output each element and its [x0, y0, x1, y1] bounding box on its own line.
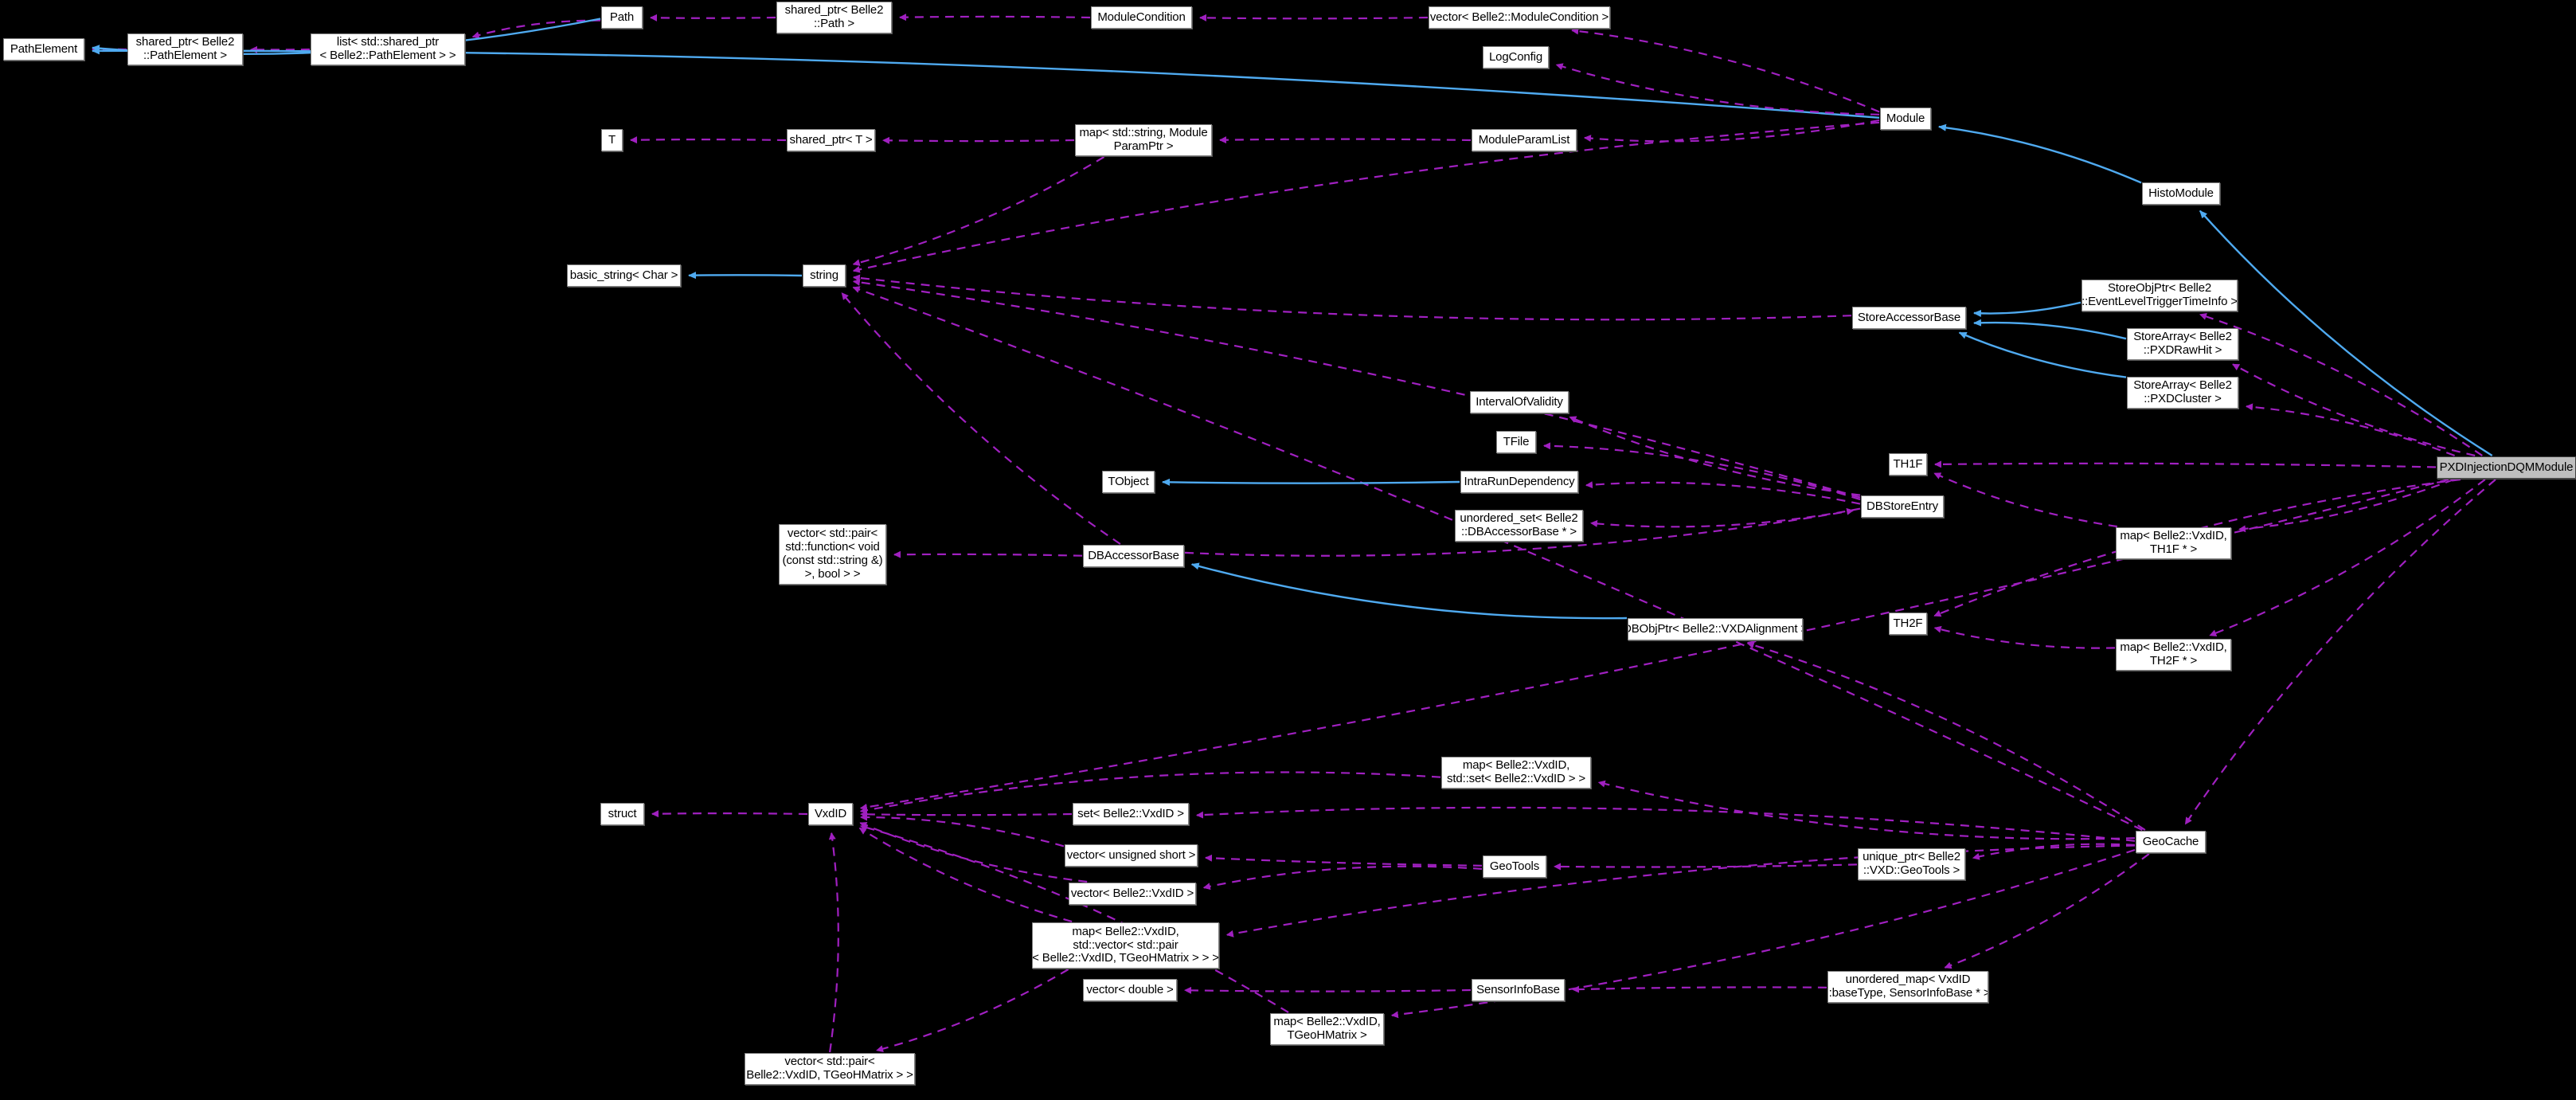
- node-label-map_string_module: map< std::string, Module ParamPtr >: [1079, 126, 1208, 153]
- node-label-module: Module: [1886, 111, 1925, 125]
- node-set_vxdid[interactable]: set< Belle2::VxdID >: [1073, 803, 1189, 825]
- node-moduleparamlist[interactable]: ModuleParamList: [1472, 129, 1577, 151]
- node-th2f[interactable]: TH2F: [1889, 613, 1927, 635]
- node-label-path: Path: [609, 10, 635, 24]
- node-map_vxdid_th1f[interactable]: map< Belle2::VxdID, TH1F * >: [2116, 527, 2231, 559]
- node-label-modulecondition: ModuleCondition: [1097, 10, 1186, 24]
- node-sharedptr_t[interactable]: shared_ptr< T >: [787, 129, 875, 151]
- node-string[interactable]: string: [803, 264, 846, 287]
- node-label-intervalofvalidity: IntervalOfValidity: [1476, 394, 1563, 409]
- node-label-geocache: GeoCache: [2142, 834, 2199, 848]
- node-storearray_cluster[interactable]: StoreArray< Belle2 ::PXDCluster >: [2127, 377, 2238, 409]
- node-vxdid[interactable]: VxdID: [808, 803, 853, 825]
- node-label-basic_string: basic_string< Char >: [569, 268, 678, 282]
- node-pathelement[interactable]: PathElement: [3, 38, 84, 61]
- node-tfile[interactable]: TFile: [1496, 431, 1536, 453]
- node-geotools[interactable]: GeoTools: [1483, 855, 1546, 878]
- node-vector_pair_fn[interactable]: vector< std::pair< std::function< void (…: [779, 524, 886, 585]
- node-label-th1f: TH1F: [1893, 456, 1923, 471]
- node-label-map_vxdid_tgeo: map< Belle2::VxdID, TGeoHMatrix >: [1273, 1015, 1381, 1042]
- node-label-map_vxdid_setvxdid: map< Belle2::VxdID, std::set< Belle2::Vx…: [1447, 758, 1585, 785]
- node-label-storeobjptr_eltti: StoreObjPtr< Belle2 ::EventLevelTriggerT…: [2082, 281, 2238, 308]
- node-intervalofvalidity[interactable]: IntervalOfValidity: [1470, 391, 1569, 413]
- node-storearray_rawhit[interactable]: StoreArray< Belle2 ::PXDRawHit >: [2127, 328, 2238, 360]
- node-label-pxdinjection: PXDInjectionDQMModule: [2439, 460, 2574, 474]
- node-label-struct: struct: [608, 806, 637, 820]
- node-label-geotools: GeoTools: [1489, 859, 1540, 873]
- node-label-tobject: TObject: [1108, 474, 1149, 488]
- node-label-sensorinfobase: SensorInfoBase: [1476, 982, 1560, 996]
- node-map_vxdid_vecpair[interactable]: map< Belle2::VxdID, std::vector< std::pa…: [1032, 922, 1219, 969]
- node-label-dbstoreentry: DBStoreEntry: [1867, 499, 1938, 513]
- node-label-t: T: [608, 132, 616, 147]
- node-map_vxdid_th2f[interactable]: map< Belle2::VxdID, TH2F * >: [2116, 639, 2231, 671]
- node-label-storearray_rawhit: StoreArray< Belle2 ::PXDRawHit >: [2133, 330, 2232, 357]
- node-t[interactable]: T: [601, 129, 623, 151]
- node-storeobjptr_eltti[interactable]: StoreObjPtr< Belle2 ::EventLevelTriggerT…: [2082, 280, 2238, 311]
- node-label-vector_double: vector< double >: [1086, 982, 1174, 996]
- node-label-unordered_map_sib: unordered_map< VxdID ::baseType, SensorI…: [1827, 973, 1988, 1000]
- node-path[interactable]: Path: [601, 6, 643, 29]
- node-modulecondition[interactable]: ModuleCondition: [1091, 6, 1192, 29]
- node-label-vector_pair_tgeo: vector< std::pair< Belle2::VxdID, TGeoHM…: [746, 1055, 913, 1082]
- node-label-dbaccessorbase: DBAccessorBase: [1088, 548, 1179, 562]
- node-label-histomodule: HistoModule: [2148, 186, 2214, 200]
- node-label-pathelement: PathElement: [10, 41, 78, 56]
- node-th1f[interactable]: TH1F: [1889, 453, 1927, 476]
- node-label-intrarundependency: IntraRunDependency: [1464, 474, 1575, 488]
- node-list_sharedptr[interactable]: list< std::shared_ptr < Belle2::PathElem…: [311, 33, 465, 65]
- node-label-vector_ushort: vector< unsigned short >: [1066, 848, 1196, 862]
- node-label-map_vxdid_th1f: map< Belle2::VxdID, TH1F * >: [2120, 529, 2227, 556]
- node-label-storeaccessorbase: StoreAccessorBase: [1857, 310, 1961, 324]
- node-label-vector_modulecond: vector< Belle2::ModuleCondition >: [1429, 10, 1609, 24]
- node-label-storearray_cluster: StoreArray< Belle2 ::PXDCluster >: [2133, 378, 2232, 405]
- node-intrarundependency[interactable]: IntraRunDependency: [1460, 471, 1578, 493]
- node-label-sharedptr_t: shared_ptr< T >: [789, 132, 873, 147]
- node-basic_string[interactable]: basic_string< Char >: [567, 264, 681, 287]
- node-map_vxdid_setvxdid[interactable]: map< Belle2::VxdID, std::set< Belle2::Vx…: [1441, 757, 1591, 789]
- node-label-sharedptr_pathelem: shared_ptr< Belle2 ::PathElement >: [135, 35, 235, 62]
- node-logconfig[interactable]: LogConfig: [1483, 46, 1549, 69]
- node-uniqueptr_geotools[interactable]: unique_ptr< Belle2 ::VXD::GeoTools >: [1858, 848, 1965, 880]
- node-label-string: string: [810, 268, 838, 282]
- node-label-vxdid: VxdID: [814, 806, 847, 820]
- node-vector_ushort[interactable]: vector< unsigned short >: [1065, 844, 1198, 867]
- node-vector_modulecond[interactable]: vector< Belle2::ModuleCondition >: [1429, 6, 1610, 29]
- node-label-dbobjptr_vxdalign: DBObjPtr< Belle2::VXDAlignment >: [1628, 621, 1803, 636]
- node-label-map_vxdid_th2f: map< Belle2::VxdID, TH2F * >: [2120, 640, 2227, 667]
- node-module[interactable]: Module: [1880, 108, 1931, 130]
- node-sharedptr_pathelem[interactable]: shared_ptr< Belle2 ::PathElement >: [127, 33, 243, 65]
- node-label-uniqueptr_geotools: unique_ptr< Belle2 ::VXD::GeoTools >: [1863, 850, 1960, 877]
- node-label-sharedptr_path: shared_ptr< Belle2 ::Path >: [784, 3, 884, 30]
- node-label-logconfig: LogConfig: [1488, 49, 1543, 64]
- node-dbstoreentry[interactable]: DBStoreEntry: [1861, 495, 1944, 518]
- node-dbaccessorbase[interactable]: DBAccessorBase: [1083, 545, 1184, 567]
- node-vector_vxdid[interactable]: vector< Belle2::VxdID >: [1069, 883, 1196, 905]
- node-label-vector_vxdid: vector< Belle2::VxdID >: [1070, 886, 1194, 900]
- node-label-th2f: TH2F: [1893, 616, 1923, 630]
- node-map_string_module[interactable]: map< std::string, Module ParamPtr >: [1075, 124, 1212, 156]
- node-dbobjptr_vxdalign[interactable]: DBObjPtr< Belle2::VXDAlignment >: [1628, 618, 1803, 640]
- node-sensorinfobase[interactable]: SensorInfoBase: [1472, 979, 1565, 1001]
- node-map_vxdid_tgeo[interactable]: map< Belle2::VxdID, TGeoHMatrix >: [1270, 1013, 1384, 1045]
- node-label-moduleparamlist: ModuleParamList: [1478, 132, 1570, 147]
- node-storeaccessorbase[interactable]: StoreAccessorBase: [1852, 307, 1966, 329]
- node-histomodule[interactable]: HistoModule: [2142, 182, 2220, 205]
- node-struct[interactable]: struct: [600, 803, 644, 825]
- node-geocache[interactable]: GeoCache: [2136, 831, 2206, 853]
- node-label-map_vxdid_vecpair: map< Belle2::VxdID, std::vector< std::pa…: [1032, 924, 1219, 965]
- node-label-unordered_set_dbab: unordered_set< Belle2 ::DBAccessorBase *…: [1460, 511, 1578, 538]
- node-vector_double[interactable]: vector< double >: [1083, 979, 1177, 1001]
- node-label-list_sharedptr: list< std::shared_ptr < Belle2::PathElem…: [319, 35, 456, 62]
- node-label-vector_pair_fn: vector< std::pair< std::function< void (…: [782, 527, 883, 581]
- node-tobject[interactable]: TObject: [1102, 471, 1155, 493]
- node-unordered_set_dbab[interactable]: unordered_set< Belle2 ::DBAccessorBase *…: [1455, 510, 1583, 542]
- node-pxdinjection[interactable]: PXDInjectionDQMModule: [2437, 456, 2576, 479]
- node-sharedptr_path[interactable]: shared_ptr< Belle2 ::Path >: [776, 2, 892, 33]
- node-label-tfile: TFile: [1503, 434, 1530, 448]
- node-label-set_vxdid: set< Belle2::VxdID >: [1077, 806, 1184, 820]
- node-unordered_map_sib[interactable]: unordered_map< VxdID ::baseType, SensorI…: [1827, 971, 1988, 1003]
- node-vector_pair_tgeo[interactable]: vector< std::pair< Belle2::VxdID, TGeoHM…: [745, 1053, 915, 1085]
